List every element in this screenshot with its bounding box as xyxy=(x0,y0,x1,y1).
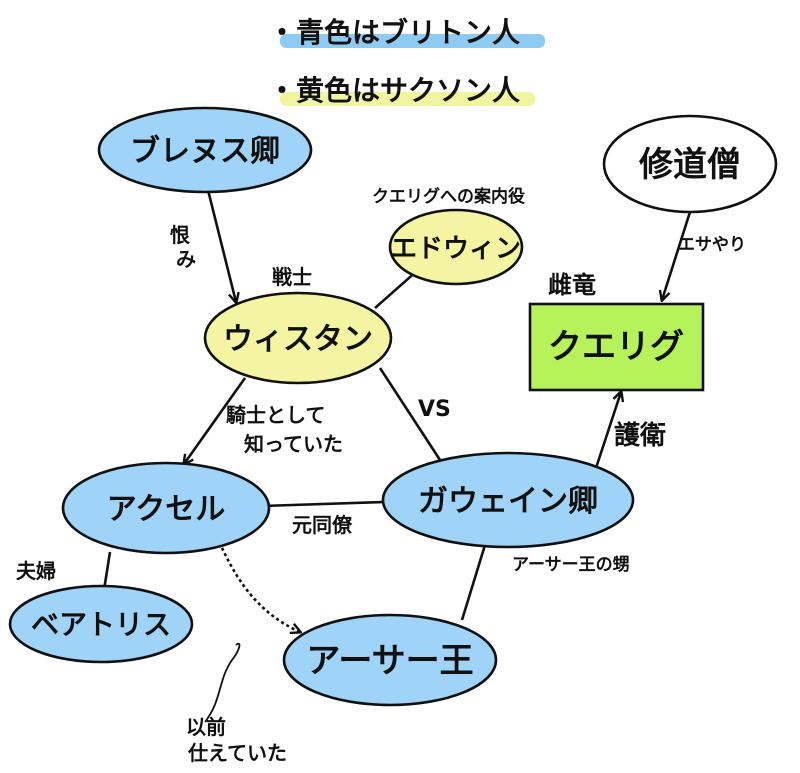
node-arthur-shape xyxy=(282,613,498,707)
knew-label-line1: 騎士として xyxy=(226,403,325,427)
node-monk-label: 修道僧 xyxy=(638,145,741,185)
edwin-role-label: クエリグへの案内役 xyxy=(372,186,525,207)
legend-yellow-highlight xyxy=(280,92,535,106)
served-label-line1: 以前 xyxy=(186,715,226,739)
vs-label: VS xyxy=(418,397,451,422)
node-brennus-label: ブレヌス卿 xyxy=(130,134,280,169)
node-monk: 修道僧 xyxy=(602,114,778,214)
node-brennus-shape xyxy=(97,106,313,194)
guard-label: 護衛 xyxy=(614,420,666,451)
legend-blue-highlight xyxy=(280,34,545,48)
edge-brennus-wistan xyxy=(206,189,236,302)
node-beatrice-shape xyxy=(8,584,194,664)
node-gawain-shape xyxy=(381,451,635,549)
spouse-label: 夫婦 xyxy=(16,559,56,583)
gawain-role-label: アーサー王の甥 xyxy=(512,555,630,575)
node-querig-shape xyxy=(528,302,705,392)
node-gawain: ガウェイン卿 xyxy=(381,451,635,549)
node-axl-shape xyxy=(61,461,271,555)
edge-axl-beatrice xyxy=(102,551,112,591)
node-axl-label: アクセル xyxy=(107,492,226,527)
grudge-label-line2: み xyxy=(176,247,196,271)
querig-role-label: 雌竜 xyxy=(548,271,596,299)
node-edwin-shape xyxy=(388,208,524,286)
feeding-label: エサやり xyxy=(678,235,746,255)
node-wistan-shape xyxy=(203,291,393,385)
grudge-label-line1: 恨 xyxy=(170,223,190,247)
served-label-line2: 仕えていた xyxy=(187,741,287,765)
node-beatrice: ベアトリス xyxy=(8,584,194,664)
legend: ・青色はブリトン人 ・黄色はサクソン人 xyxy=(268,16,545,107)
colleague-label: 元同僚 xyxy=(292,513,353,537)
labels: クエリグへの案内役 戦士 雌竜 アーサー王の甥 恨 み エサやり 騎士として 知… xyxy=(16,186,746,765)
edges xyxy=(102,189,692,723)
node-gawain-label: ガウェイン卿 xyxy=(418,484,598,519)
legend-blue-text: ・青色はブリトン人 xyxy=(268,16,520,49)
node-edwin: エドウィン xyxy=(388,208,524,286)
node-arthur-label: アーサー王 xyxy=(306,641,473,681)
edge-wistan-edwin xyxy=(374,269,419,309)
node-beatrice-label: ベアトリス xyxy=(31,608,171,641)
node-querig: クエリグ xyxy=(528,302,705,392)
node-axl: アクセル xyxy=(61,461,271,555)
node-edwin-label: エドウィン xyxy=(391,234,521,264)
leader-served-note xyxy=(204,642,241,723)
legend-yellow-text: ・黄色はサクソン人 xyxy=(268,74,520,107)
edge-gawain-arthur xyxy=(460,544,487,621)
edge-axl-arthur xyxy=(220,547,300,632)
node-wistan: ウィスタン xyxy=(203,291,393,385)
node-arthur: アーサー王 xyxy=(282,613,498,707)
edge-axl-gawain xyxy=(261,500,385,508)
wistan-role-label: 戦士 xyxy=(272,265,312,289)
edge-wistan-gawain xyxy=(378,367,444,464)
knew-label-line2: 知っていた xyxy=(244,432,343,456)
node-monk-shape xyxy=(602,114,778,214)
edge-gawain-querig xyxy=(594,392,621,469)
node-brennus: ブレヌス卿 xyxy=(97,106,313,194)
edge-wistan-axl xyxy=(184,377,247,464)
node-wistan-label: ウィスタン xyxy=(223,322,373,357)
edge-monk-querig xyxy=(662,211,692,300)
node-querig-label: クエリグ xyxy=(548,327,684,367)
